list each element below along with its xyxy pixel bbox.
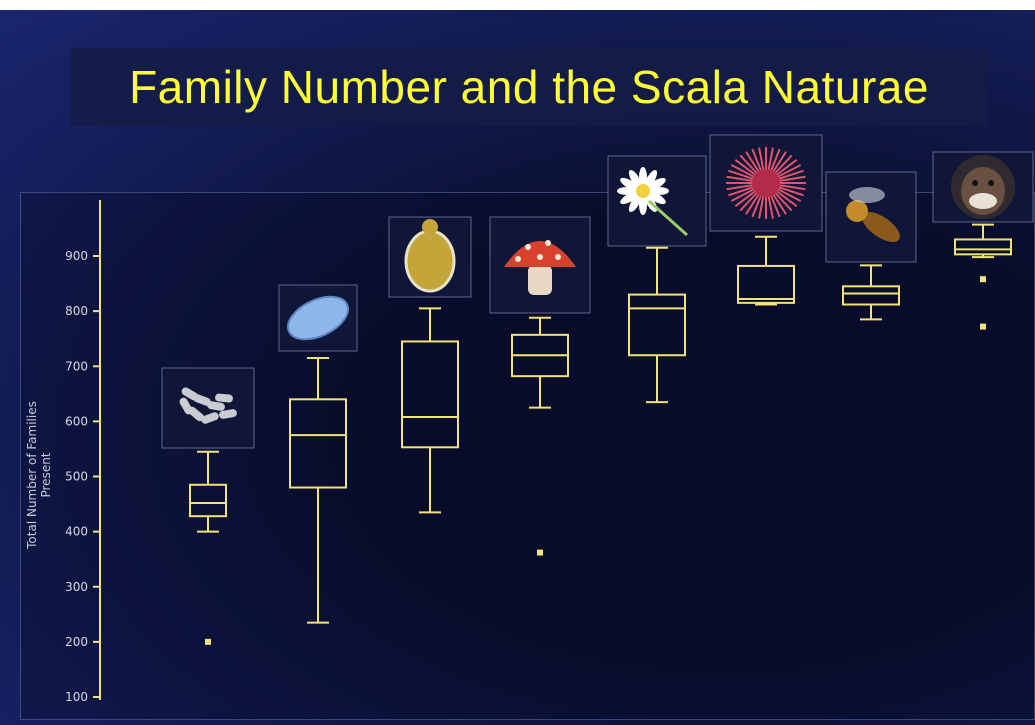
- box-iqr: [289, 398, 347, 489]
- y-tick-label: 900: [65, 249, 88, 263]
- daisy-petal: [620, 177, 639, 191]
- bacteria-cell: [201, 412, 219, 424]
- mushroom-spot: [555, 254, 561, 260]
- daisy-petal: [647, 177, 666, 191]
- box-iqr: [189, 483, 227, 518]
- bee-wing: [849, 187, 885, 203]
- bacteria-cell: [179, 397, 193, 415]
- title-banner: Family Number and the Scala Naturae: [70, 48, 988, 126]
- pollen-grain: [287, 295, 349, 341]
- y-tick-label: 700: [65, 359, 88, 373]
- daisy-petal: [644, 169, 658, 188]
- box-iqr: [954, 238, 1012, 256]
- turtle-head: [422, 219, 438, 235]
- box-iqr: [842, 285, 900, 306]
- bee-thorax: [846, 200, 868, 222]
- daisy-stem: [647, 199, 689, 237]
- mushroom-spot: [537, 254, 543, 260]
- outlier-point: [980, 276, 986, 283]
- y-tick-label: 400: [65, 525, 88, 539]
- box-iqr: [401, 340, 459, 449]
- chimp-eye: [988, 180, 994, 186]
- mushroom-stem: [528, 265, 552, 295]
- bacteria-cell: [207, 401, 225, 411]
- outlier-point: [980, 323, 986, 330]
- top-border: [0, 0, 1035, 10]
- y-tick-label: 300: [65, 580, 88, 594]
- outlier-point: [537, 549, 543, 556]
- y-tick-label: 800: [65, 304, 88, 318]
- daisy-petal: [620, 191, 639, 205]
- y-axis-label: Total Number of Families Present: [25, 401, 53, 549]
- y-tick-label: 100: [65, 690, 88, 704]
- y-tick-label: 600: [65, 414, 88, 428]
- daisy-petal: [639, 195, 647, 215]
- daisy-petal: [628, 194, 642, 213]
- bacteria-cell: [193, 394, 211, 406]
- bacteria-icon-frame: [161, 367, 255, 449]
- chimp-eye: [972, 180, 978, 186]
- y-tick-label: 500: [65, 470, 88, 484]
- slide-title: Family Number and the Scala Naturae: [129, 61, 929, 113]
- daisy-petal: [639, 167, 647, 187]
- box-iqr: [628, 293, 686, 357]
- daisy-center: [636, 184, 650, 198]
- bacteria-cell: [219, 409, 237, 419]
- daisy-petal: [628, 169, 642, 188]
- turtle-shell: [404, 229, 456, 293]
- outlier-point: [205, 638, 211, 645]
- mushroom-spot: [525, 244, 531, 250]
- daisy-petal: [647, 191, 666, 205]
- chimp-mouth: [969, 193, 997, 209]
- y-tick-label: 200: [65, 635, 88, 649]
- bacteria-cell: [215, 393, 233, 403]
- mushroom-spot: [515, 256, 521, 262]
- urchin-body: [752, 169, 780, 197]
- bee-abdomen: [862, 211, 900, 243]
- mushroom-spot: [545, 240, 551, 246]
- box-iqr: [737, 264, 795, 304]
